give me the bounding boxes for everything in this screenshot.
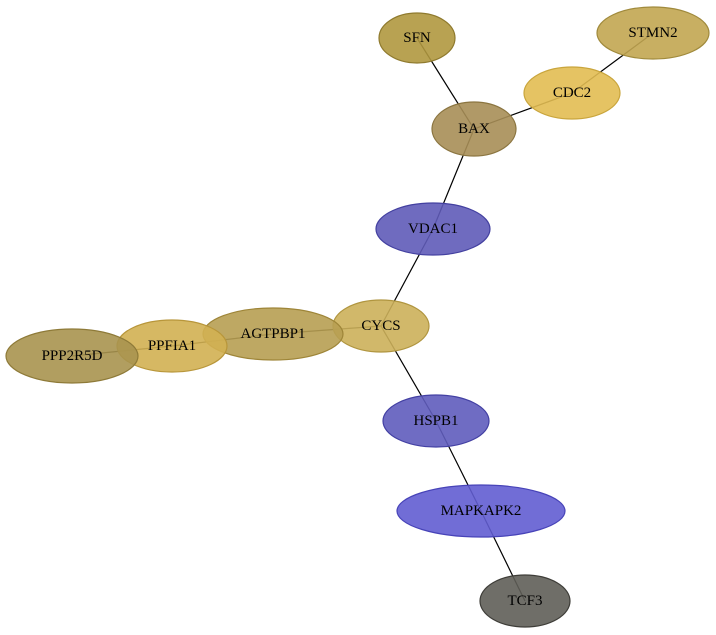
node-label: SFN xyxy=(403,30,431,46)
node-ellipse xyxy=(375,202,491,256)
node-label: STMN2 xyxy=(628,25,677,41)
node-ellipse xyxy=(523,66,621,120)
node-label: MAPKAPK2 xyxy=(441,503,522,519)
node-hspb1[interactable]: HSPB1 xyxy=(382,394,490,448)
node-label: BAX xyxy=(458,121,490,137)
node-ellipse xyxy=(5,328,139,384)
node-ellipse xyxy=(479,574,571,628)
node-stmn2[interactable]: STMN2 xyxy=(596,6,710,60)
node-ellipse xyxy=(431,101,517,157)
node-ellipse xyxy=(382,394,490,448)
node-ellipse xyxy=(378,12,456,64)
node-cycs[interactable]: CYCS xyxy=(332,299,430,353)
node-bax[interactable]: BAX xyxy=(431,101,517,157)
node-tcf3[interactable]: TCF3 xyxy=(479,574,571,628)
node-ellipse xyxy=(396,484,566,538)
node-ppfia1[interactable]: PPFIA1 xyxy=(116,319,228,373)
node-vdac1[interactable]: VDAC1 xyxy=(375,202,491,256)
node-agtpbp1[interactable]: AGTPBP1 xyxy=(202,307,344,361)
node-label: CDC2 xyxy=(553,85,591,101)
node-label: PPP2R5D xyxy=(42,348,103,364)
node-ppp2r5d[interactable]: PPP2R5D xyxy=(5,328,139,384)
node-label: AGTPBP1 xyxy=(240,326,305,342)
node-cdc2[interactable]: CDC2 xyxy=(523,66,621,120)
node-label: TCF3 xyxy=(507,593,542,609)
node-label: VDAC1 xyxy=(408,221,458,237)
node-mapkapk2[interactable]: MAPKAPK2 xyxy=(396,484,566,538)
node-sfn[interactable]: SFN xyxy=(378,12,456,64)
node-label: HSPB1 xyxy=(413,413,458,429)
node-label: PPFIA1 xyxy=(148,338,196,354)
node-label: CYCS xyxy=(361,318,400,334)
node-ellipse xyxy=(596,6,710,60)
